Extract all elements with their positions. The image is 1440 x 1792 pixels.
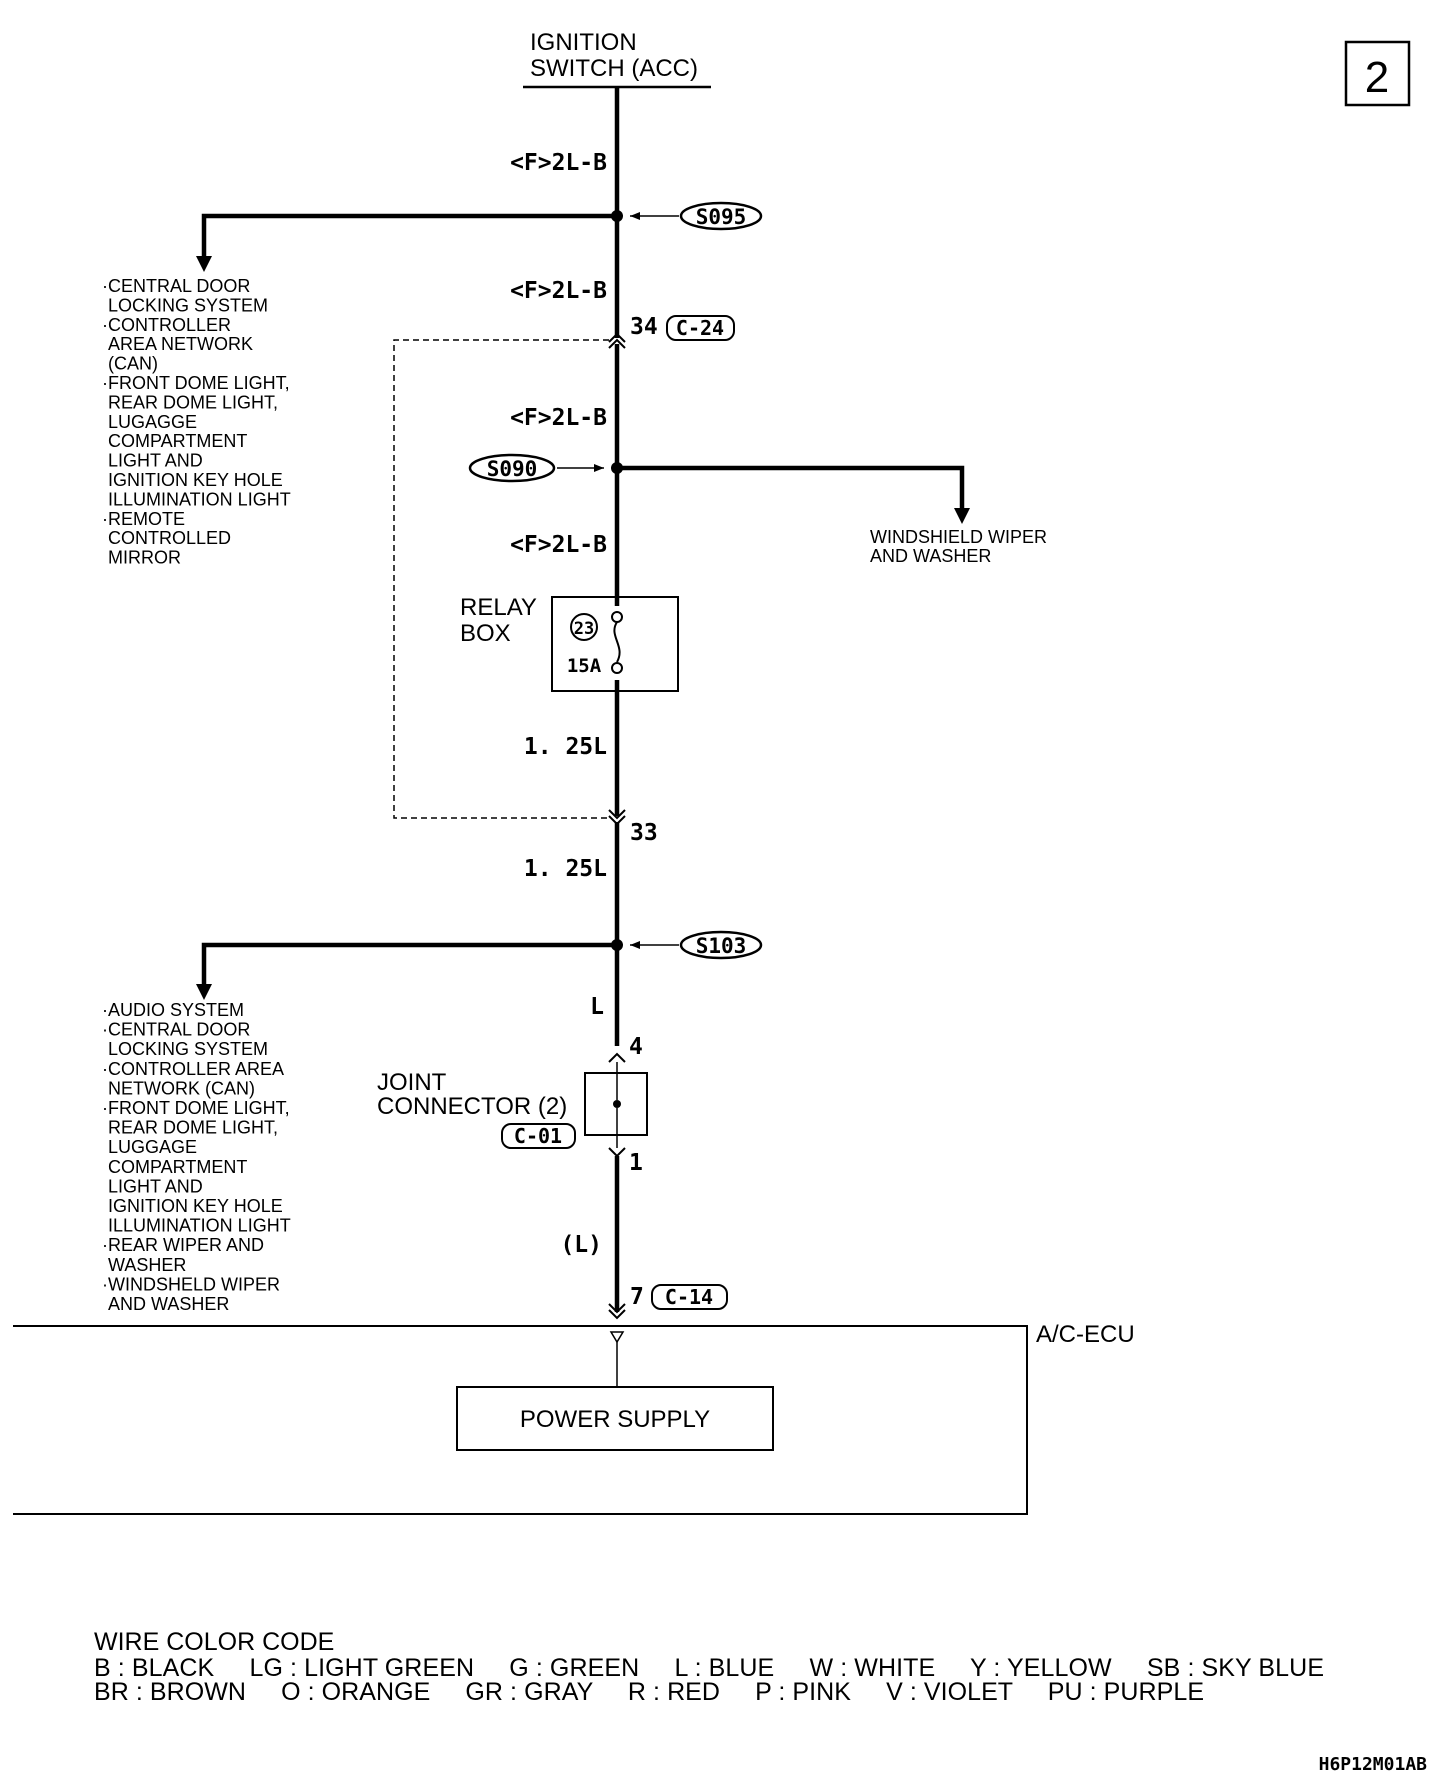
relay-box-label-line1: RELAY [460, 594, 537, 621]
connector-c14-label: C-14 [665, 1285, 713, 1309]
connector-c14-pin7: 7 [630, 1284, 644, 1310]
branch-s095-line: LIGHT AND [108, 451, 203, 471]
branch-s095-line: ·FRONT DOME LIGHT, [102, 373, 290, 393]
wire-label-2: <F>2L-B [510, 278, 607, 304]
splice-s090-label: S090 [487, 457, 538, 481]
connector-c24-pin33: 33 [630, 820, 658, 846]
branch-s103-line: COMPARTMENT [108, 1157, 247, 1177]
relay-box: RELAY BOX 23 15A [460, 594, 679, 692]
legend-row-1: B : BLACK LG : LIGHT GREEN G : GREEN L :… [94, 1654, 1324, 1682]
connector-c01-label: C-01 [514, 1124, 562, 1148]
wire-color-legend: WIRE COLOR CODE B : BLACK LG : LIGHT GRE… [94, 1628, 1324, 1706]
branch-s090-line2: AND WASHER [870, 546, 991, 566]
joint-connector-pin1: 1 [629, 1150, 643, 1176]
splice-s095-label: S095 [696, 205, 747, 229]
joint-connector-label-line1: JOINT [377, 1069, 447, 1096]
joint-connector-pin4: 4 [629, 1034, 643, 1060]
branch-s095-line: REAR DOME LIGHT, [108, 392, 278, 412]
ignition-switch: IGNITION SWITCH (ACC) [523, 29, 711, 89]
branch-s095-line: AREA NETWORK [108, 334, 253, 354]
branch-s090-line1: WINDSHIELD WIPER [870, 527, 1047, 547]
ignition-switch-label-line2: SWITCH (ACC) [530, 55, 698, 82]
wire-label-3: <F>2L-B [510, 405, 607, 431]
connector-c24-bottom: 33 [608, 809, 658, 846]
wire-label-4: <F>2L-B [510, 532, 607, 558]
branch-s103-line: IGNITION KEY HOLE [108, 1196, 283, 1216]
power-supply-block: POWER SUPPLY [520, 1406, 710, 1433]
legend-title: WIRE COLOR CODE [94, 1628, 334, 1656]
branch-s103-line: WASHER [108, 1255, 186, 1275]
wire-label-1: <F>2L-B [510, 150, 607, 176]
wire-label-7: L [590, 994, 604, 1020]
connector-c14: 7 C-14 [608, 1284, 728, 1320]
branch-s095-line: CONTROLLED [108, 528, 231, 548]
splice-s090: S090 [468, 453, 970, 524]
joint-connector: 4 1 JOINT CONNECTOR (2) C-01 [377, 1034, 648, 1176]
branch-s103-line: LUGGAGE [108, 1137, 197, 1157]
wire-label-8: (L) [560, 1232, 602, 1258]
branch-s095-line: MIRROR [108, 548, 181, 568]
ac-ecu-label: A/C-ECU [1036, 1321, 1135, 1348]
branch-s090-destinations: WINDSHIELD WIPER AND WASHER [870, 527, 1047, 566]
page-number-box: 2 [1344, 40, 1411, 107]
connector-c24-pin34: 34 [630, 314, 658, 340]
relay-box-label-line2: BOX [460, 620, 511, 647]
branch-s095-line: (CAN) [108, 354, 158, 374]
wire-label-5: 1. 25L [524, 734, 607, 760]
wire-label-6: 1. 25L [524, 856, 607, 882]
branch-s103-line: ·AUDIO SYSTEM [102, 1000, 244, 1020]
branch-s095-line: LOCKING SYSTEM [108, 295, 268, 315]
branch-s095-line: LUGAGGE [108, 412, 197, 432]
fuse-rating: 15A [567, 655, 602, 677]
branch-s103-line: ·FRONT DOME LIGHT, [102, 1098, 290, 1118]
splice-s103-label: S103 [696, 934, 747, 958]
branch-s103-line: LOCKING SYSTEM [108, 1039, 268, 1059]
branch-s095-line: ·CONTROLLER [102, 315, 231, 335]
branch-s103-line: AND WASHER [108, 1294, 229, 1314]
branch-s095-line: COMPARTMENT [108, 431, 247, 451]
joint-connector-label-line2: CONNECTOR (2) [377, 1093, 567, 1120]
connector-c24-outline [393, 339, 609, 819]
branch-s095-line: IGNITION KEY HOLE [108, 470, 283, 490]
branch-s103-line: ·CENTRAL DOOR [102, 1020, 250, 1040]
legend-row-2: BR : BROWN O : ORANGE GR : GRAY R : RED … [94, 1678, 1204, 1706]
branch-s103-line: ·REAR WIPER AND [102, 1235, 264, 1255]
fuse-number-badge [570, 613, 598, 641]
fuse-number: 23 [574, 619, 594, 639]
branch-s095-line: ILLUMINATION LIGHT [108, 489, 291, 509]
branch-s095-line: ·REMOTE [102, 509, 185, 529]
splice-s095: S095 [196, 201, 763, 272]
branch-s103-line: REAR DOME LIGHT, [108, 1118, 278, 1138]
splice-s103: S103 [196, 930, 763, 1000]
branch-s103-line: ·WINDSHELD WIPER [102, 1274, 280, 1294]
branch-s103-line: ·CONTROLLER AREA [102, 1059, 284, 1079]
page-number: 2 [1365, 53, 1389, 102]
ignition-switch-label-line1: IGNITION [530, 29, 637, 56]
connector-c24-top: 34 C-24 [608, 314, 735, 349]
branch-s103-line: LIGHT AND [108, 1176, 203, 1196]
ac-ecu: A/C-ECU POWER SUPPLY [13, 1321, 1135, 1515]
figure-code: H6P12M01AB [1319, 1754, 1428, 1775]
branch-s103-line: NETWORK (CAN) [108, 1078, 255, 1098]
branch-s095-line: ·CENTRAL DOOR [102, 276, 250, 296]
connector-c24-label: C-24 [676, 316, 724, 340]
branch-s103-line: ILLUMINATION LIGHT [108, 1216, 291, 1236]
